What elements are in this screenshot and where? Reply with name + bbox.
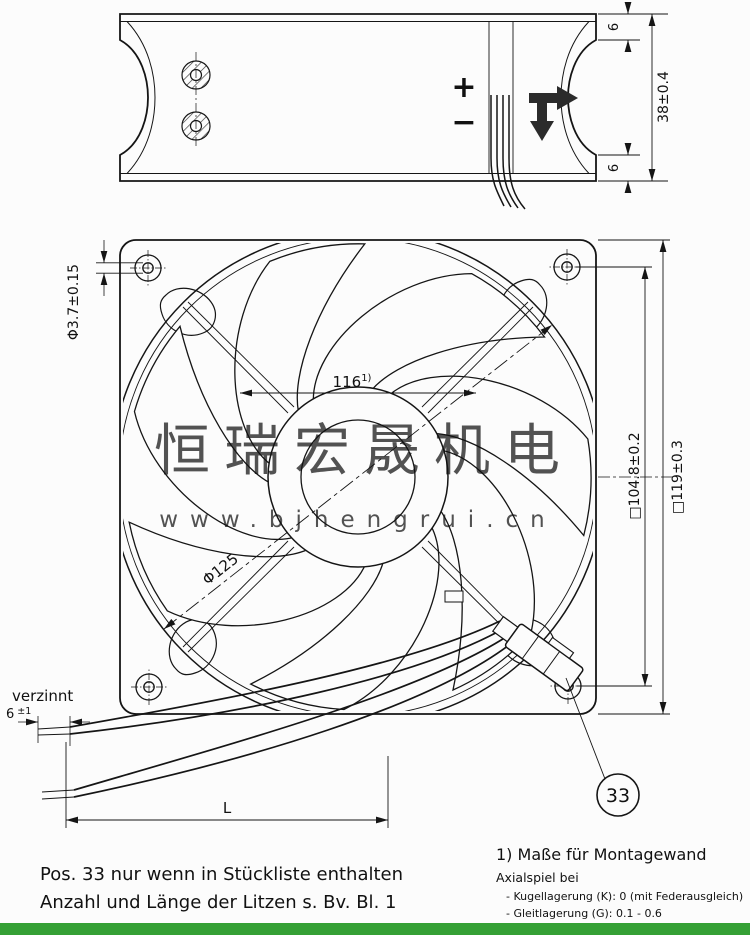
cable-channel <box>488 21 514 174</box>
lead-wires <box>69 620 510 798</box>
note-montage: 1) Maße für Montagewand <box>496 845 707 864</box>
dim-lead-length <box>65 742 389 828</box>
watermark: 恒瑞宏晟机电 www.bjhengrui.cn <box>154 419 574 533</box>
airflow-arrow-down <box>530 98 554 141</box>
note-axial-k: - Kugellagerung (K): 0 (mit Federausglei… <box>506 890 743 903</box>
balloon-33 <box>565 677 640 817</box>
dim-wall-opening-label: 1161) <box>333 373 372 391</box>
dim-flange-top <box>598 2 640 52</box>
footer-bar <box>0 923 750 935</box>
dim-frame-label: □119±0.3 <box>670 440 686 514</box>
note-labels: Pos. 33 nur wenn in Stückliste enthalten… <box>40 845 743 920</box>
lead-labels: verzinnt 6±1 L <box>6 687 232 817</box>
airflow-arrow-right <box>529 86 578 110</box>
tinned-label: verzinnt <box>12 687 73 705</box>
dim-mounting-hole-label: Φ3.7±0.15 <box>66 264 82 340</box>
note-axial-g: - Gleitlagerung (G): 0.1 - 0.6 <box>506 907 662 920</box>
connector <box>491 615 584 692</box>
dim-lead-length-label: L <box>223 799 232 817</box>
corner-detail-bottom-left <box>130 618 217 706</box>
note-axial-title: Axialspiel bei <box>496 870 579 885</box>
dim-mounting-hole <box>96 240 143 296</box>
dim-flange-bottom <box>598 143 640 193</box>
watermark-cjk: 恒瑞宏晟机电 <box>154 419 574 484</box>
dim-hole-pitch-label: □104.8±0.2 <box>627 432 643 519</box>
dim-flange-top-label: 6 <box>607 23 622 31</box>
watermark-url: www.bjhengrui.cn <box>159 507 556 533</box>
venturi-wall-left <box>126 21 156 174</box>
balloon-33-label: 33 <box>606 785 630 807</box>
dim-depth <box>598 13 668 182</box>
note-pos-line1: Pos. 33 nur wenn in Stückliste enthalten <box>40 864 403 885</box>
dim-impeller-line <box>163 324 553 630</box>
note-pos-line2: Anzahl und Länge der Litzen s. Bv. Bl. 1 <box>40 892 396 913</box>
side-view <box>119 13 597 210</box>
dim-depth-label: 38±0.4 <box>656 71 672 123</box>
polarity-minus: − <box>451 105 476 140</box>
frame <box>119 239 597 715</box>
tinned-wire-ends <box>37 726 75 800</box>
dim-hole-pitch <box>576 266 652 687</box>
side-view-labels: + − 6 6 38±0.4 <box>451 23 672 172</box>
dim-flange-bottom-label: 6 <box>607 164 622 172</box>
polarity-plus: + <box>451 70 476 105</box>
dim-tinned <box>18 716 90 746</box>
side-view-outline <box>119 13 597 182</box>
side-view-wires <box>490 95 526 210</box>
dim-tinned-label: 6±1 <box>6 706 31 722</box>
balance-clip <box>444 590 464 603</box>
